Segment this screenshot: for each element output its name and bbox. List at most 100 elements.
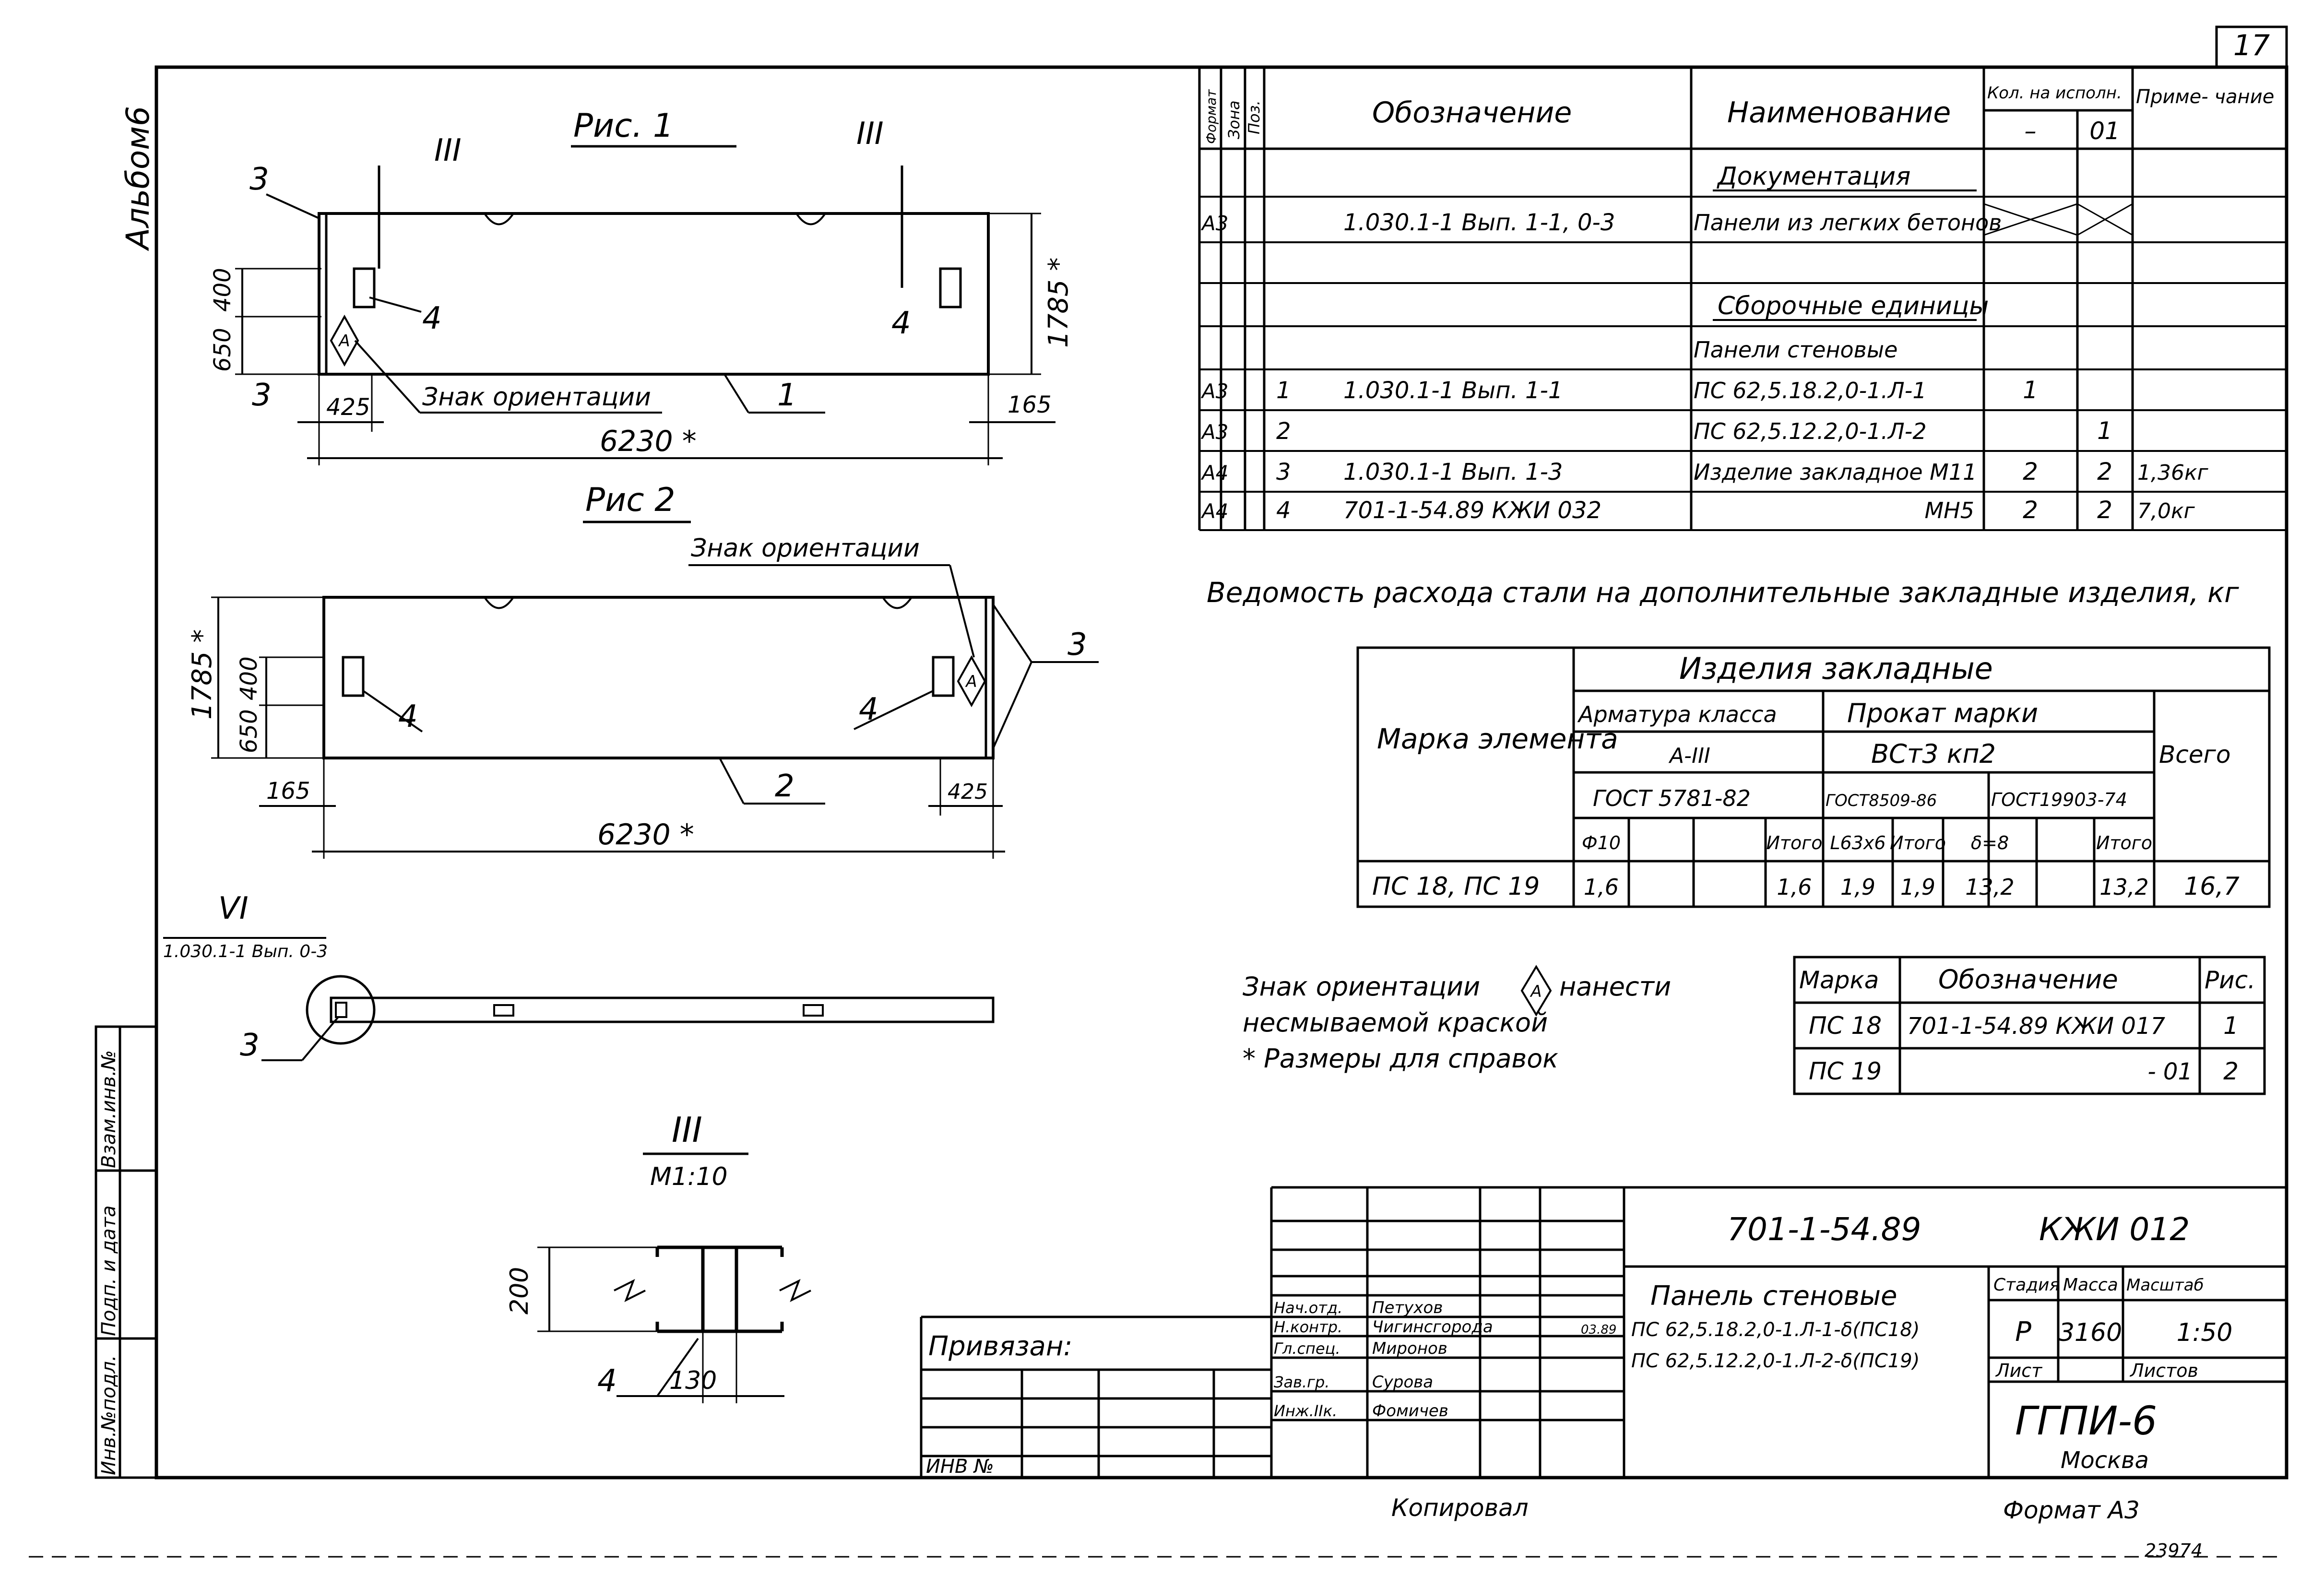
title-org: ГГПИ-6 — [2015, 1398, 2157, 1444]
spec-cell-format: А3 — [1200, 212, 1228, 235]
spec-cell-qty-b: 1 — [2097, 417, 2112, 445]
side-stamp-replace: Взам.инв.№ — [98, 1050, 120, 1168]
spec-cell-format: А4 — [1200, 461, 1228, 485]
fig1-embed-right — [939, 267, 962, 308]
signature-role: Н.контр. — [1274, 1318, 1342, 1336]
fig1-diamond-letter: A — [338, 332, 350, 351]
fig2-orientation-label: Знак ориентации — [691, 534, 920, 563]
note-line-1: Знак ориентации — [1243, 971, 1480, 1002]
title-inv: ИНВ № — [926, 1456, 994, 1478]
fig1-dim-6230: 6230 * — [600, 425, 697, 458]
spec-head-pos: Поз. — [1245, 100, 1263, 134]
detail-vi-ref: 1.030.1-1 Вып. 0-3 — [163, 942, 328, 961]
fig1: Рис. 1 A III III 3 3 4 4 1 Знак ориентац… — [209, 107, 1074, 465]
spec-cross-mark — [2077, 203, 2133, 236]
side-stamp — [95, 1025, 158, 1479]
steel-cell: 1,9 — [1900, 874, 1935, 900]
steel-rebar-grade: А-III — [1668, 744, 1710, 768]
spec-cell-designation: 701-1-54.89 КЖИ 032 — [1343, 497, 1601, 524]
spec-cell-designation: 1.030.1-1 Вып. 1-1 — [1343, 377, 1563, 404]
fig2-dim-165: 165 — [266, 778, 310, 805]
fig1-callout-3-top: 3 — [249, 162, 269, 197]
detail-vi-circle — [306, 975, 376, 1045]
spec-cell-qty-b: 2 — [2097, 496, 2112, 524]
section-iii-mark: III — [672, 1110, 702, 1150]
signature-name: Петухов — [1372, 1298, 1443, 1317]
spec-cell-name: Панели стеновые — [1694, 337, 1897, 363]
spec-head-qty-b: 01 — [2089, 117, 2120, 145]
note-line-1b: нанести — [1559, 971, 1671, 1002]
steel-table — [1356, 646, 2271, 908]
fig1-panel-outline — [318, 212, 990, 376]
signature-role: Зав.гр. — [1274, 1373, 1329, 1391]
side-stamp-inv: Инв.№подл. — [98, 1355, 120, 1475]
steel-sub-header: Итого — [1766, 832, 1822, 853]
steel-mark-header: Марка элемента — [1377, 722, 1618, 755]
detail-vi-mark: VI — [218, 891, 249, 926]
signature-role: Гл.спец. — [1274, 1339, 1340, 1358]
spec-cell-name: ПС 62,5.18.2,0-1.Л-1 — [1694, 378, 1927, 403]
steel-sub-header: L63x6 — [1830, 832, 1885, 853]
mark-row2-fig: 2 — [2223, 1057, 2239, 1085]
title-stage-header: Стадия — [1993, 1275, 2060, 1295]
signature-name: Чигинсгорода — [1372, 1317, 1493, 1337]
section-iii-callout-4: 4 — [597, 1363, 617, 1399]
spec-cell-format: А3 — [1200, 420, 1228, 444]
steel-rolled: Прокат марки — [1847, 698, 2038, 728]
title-line-3: ПС 62,5.12.2,0-1.Л-2-δ(ПС19) — [1631, 1350, 1920, 1372]
fig2-dim-650: 650 — [236, 709, 262, 753]
notes: Знак ориентации A нанести несмываемой кр… — [1243, 965, 1671, 1074]
steel-gost-a: ГОСТ8509-86 — [1826, 791, 1937, 810]
fig2-embed-left — [342, 656, 365, 697]
steel-group-header: Изделия закладные — [1679, 651, 1993, 686]
spec-cell-format: А4 — [1200, 499, 1228, 523]
spec-cell-pos: 3 — [1276, 459, 1291, 486]
spec-cell-pos: 2 — [1276, 418, 1291, 445]
mark-table — [1793, 956, 2266, 1095]
fig2-embed-right — [932, 656, 955, 697]
fig2-panel-outline — [322, 596, 995, 759]
fig2-dim-6230: 6230 * — [597, 818, 694, 852]
mark-row2-mark: ПС 19 — [1809, 1057, 1882, 1085]
fig1-callout-4-right: 4 — [891, 306, 911, 341]
title-sheet-header: Лист — [1995, 1360, 2043, 1381]
spec-cell-name: Сборочные единицы — [1718, 292, 1989, 320]
steel-sub-header: Итого — [2096, 832, 2152, 853]
fig1-dim-400: 400 — [209, 268, 236, 312]
title-mass: 3160 — [2059, 1318, 2122, 1347]
steel-total-header: Всего — [2159, 741, 2230, 769]
spec-cell-pos: 4 — [1276, 497, 1291, 524]
title-scale-header: Масштаб — [2126, 1276, 2204, 1295]
section-iii: III M1:10 200 130 4 — [505, 1110, 811, 1403]
steel-cell: 13,2 — [2099, 874, 2148, 900]
steel-row-total: 16,7 — [2184, 872, 2240, 901]
detail-vi-beam — [330, 996, 995, 1023]
steel-rolled-grade: ВСт3 кп2 — [1871, 739, 1996, 769]
steel-cell: 1,6 — [1777, 874, 1812, 900]
mark-head-designation: Обозначение — [1938, 964, 2118, 995]
fig2-callout-3: 3 — [1067, 627, 1087, 663]
spec-cell-designation: 1.030.1-1 Вып. 1-1, 0-3 — [1343, 209, 1615, 236]
signature-role: Нач.отд. — [1274, 1299, 1342, 1317]
title-line-1: Панель стеновые — [1650, 1280, 1897, 1312]
fig2-title: Рис 2 — [585, 481, 675, 519]
mark-row1-mark: ПС 18 — [1809, 1012, 1882, 1040]
steel-gost-b: ГОСТ19903-74 — [1991, 789, 2127, 810]
steel-rebar-gost: ГОСТ 5781-82 — [1593, 785, 1751, 811]
fig2-diamond-letter: A — [965, 672, 977, 691]
title-doc-code: 701-1-54.89 — [1727, 1211, 1921, 1248]
title-city: Москва — [2061, 1447, 2149, 1474]
fig1-title: Рис. 1 — [573, 107, 674, 145]
title-scale: 1:50 — [2177, 1318, 2233, 1347]
spec-head-qty-a: – — [2025, 117, 2037, 145]
title-line-2: ПС 62,5.18.2,0-1.Л-1-δ(ПС18) — [1631, 1319, 1920, 1341]
fig1-dim-650: 650 — [209, 328, 236, 372]
i-beam-profile — [655, 1245, 784, 1333]
fig1-dim-1785: 1785 * — [1043, 258, 1074, 348]
steel-cell: 1,6 — [1584, 874, 1619, 900]
steel-cell: 13,2 — [1965, 874, 2014, 900]
spec-head-format: Формат — [1203, 89, 1219, 144]
